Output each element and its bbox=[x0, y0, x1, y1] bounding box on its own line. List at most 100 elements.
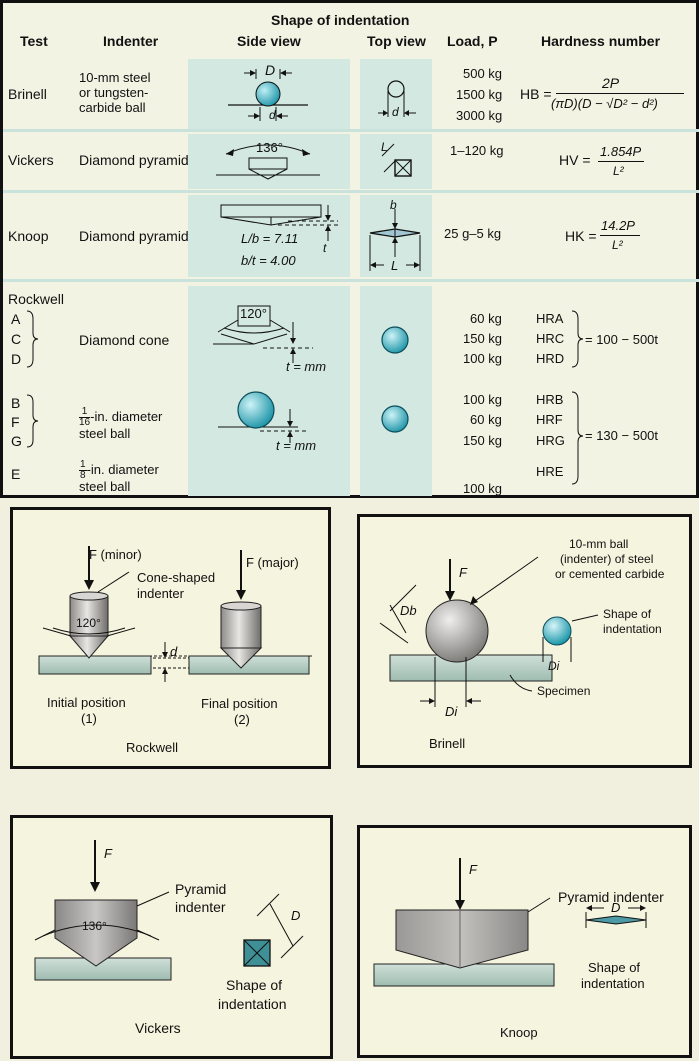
indenter-brinell-line2: or tungsten- bbox=[79, 85, 149, 100]
brinell-formula-num: 2P bbox=[602, 75, 620, 91]
rockwell-scale-c: C bbox=[11, 331, 22, 347]
rockwell-hre: HRE bbox=[536, 464, 564, 479]
rockwell-cone-hr-brace bbox=[571, 310, 584, 368]
knoop-top-view bbox=[369, 209, 421, 271]
brinell-db: Db bbox=[400, 603, 417, 618]
rockwell-panel: F (minor) F (major) Cone-shaped indenter… bbox=[10, 507, 331, 769]
rockwell-hrd: HRD bbox=[536, 351, 565, 366]
band-rockwell-side bbox=[188, 286, 350, 496]
brinell-ball-label-3: or cemented carbide bbox=[555, 567, 665, 581]
rockwell-cone-load-2: 150 kg bbox=[463, 331, 503, 346]
vickers-formula-bar bbox=[598, 161, 644, 162]
brinell-top-d: d bbox=[392, 105, 399, 119]
knoop-side-t: t bbox=[323, 241, 327, 255]
rockwell-cone-load-1: 60 kg bbox=[470, 311, 502, 326]
rockwell-scale-a: A bbox=[11, 311, 21, 327]
brinell-specimen: Specimen bbox=[537, 684, 591, 698]
vickers-shape-2: indentation bbox=[218, 996, 287, 1012]
rockwell-ball-load-1: 100 kg bbox=[463, 392, 503, 407]
brinell-load-3: 3000 kg bbox=[456, 108, 503, 123]
knoop-load: 25 g–5 kg bbox=[444, 226, 502, 241]
rockwell-e-load: 100 kg bbox=[463, 481, 503, 496]
rockwell-cone-formula: = 100 − 500t bbox=[585, 332, 659, 347]
rockwell-ball-top-view bbox=[381, 405, 409, 433]
rockwell-cone-angle: 120° bbox=[240, 306, 267, 321]
rockwell-ball-indenter-line2: steel ball bbox=[79, 426, 131, 441]
knoop-top-b: b bbox=[390, 198, 397, 212]
rockwell-hrg: HRG bbox=[536, 433, 565, 448]
header-side-view: Side view bbox=[237, 33, 301, 49]
rockwell-panel-angle: 120° bbox=[76, 616, 101, 630]
header-load: Load, P bbox=[447, 33, 498, 49]
knoop-shape-2: indentation bbox=[581, 976, 645, 991]
rockwell-cone-t: t = mm bbox=[286, 359, 327, 374]
rockwell-cone-label-2: indenter bbox=[137, 586, 184, 601]
vickers-label-1: Pyramid bbox=[175, 881, 227, 897]
brinell-side-D: D bbox=[265, 62, 276, 78]
brinell-shape-label-1: Shape of bbox=[603, 607, 652, 621]
vickers-shape-1: Shape of bbox=[226, 977, 283, 993]
vickers-panel-d: D bbox=[291, 908, 301, 923]
knoop-panel-label: Pyramid indenter bbox=[558, 889, 664, 905]
rockwell-scale-d: D bbox=[11, 351, 22, 367]
knoop-panel-drawing bbox=[373, 858, 647, 987]
brinell-ball-label-2: (indenter) of steel bbox=[560, 552, 654, 566]
rockwell-f-minor: F (minor) bbox=[89, 547, 142, 562]
band-rockwell-top bbox=[360, 286, 432, 496]
brinell-panel-f: F bbox=[459, 565, 467, 580]
test-brinell: Brinell bbox=[8, 86, 47, 102]
rockwell-panel-d: d bbox=[170, 644, 178, 659]
header-hardness: Hardness number bbox=[541, 33, 661, 49]
indenter-brinell-line3: carbide ball bbox=[79, 100, 146, 115]
vickers-top-view bbox=[381, 143, 412, 177]
rockwell-panel-drawing bbox=[38, 546, 313, 682]
rockwell-ball-load-3: 150 kg bbox=[463, 433, 503, 448]
rockwell-cone-brace bbox=[26, 310, 39, 368]
rockwell-hrf: HRF bbox=[536, 412, 563, 427]
band-vickers-side bbox=[188, 134, 350, 189]
header-top-view: Top view bbox=[367, 33, 426, 49]
rockwell-final-2: (2) bbox=[234, 712, 250, 727]
brinell-side-d: d bbox=[269, 108, 276, 122]
brinell-shape-label-2: indentation bbox=[603, 622, 662, 636]
indenter-vickers: Diamond pyramid bbox=[79, 152, 189, 168]
row-separator bbox=[3, 190, 699, 193]
band-knoop-side bbox=[188, 195, 350, 277]
vickers-panel-angle: 136° bbox=[82, 919, 107, 933]
brinell-formula-lhs: HB = bbox=[520, 86, 552, 102]
rockwell-ball-t: t = mm bbox=[276, 438, 317, 453]
rockwell-cone-label-1: Cone-shaped bbox=[137, 570, 216, 585]
vickers-formula-lhs: HV = bbox=[559, 152, 591, 168]
brinell-top-view bbox=[378, 80, 416, 117]
rockwell-ball-side-view bbox=[218, 391, 306, 443]
knoop-panel-f: F bbox=[469, 862, 477, 877]
header-indenter: Indenter bbox=[103, 33, 159, 49]
rockwell-e-indenter-line2: steel ball bbox=[79, 479, 131, 494]
rockwell-cone-indenter: Diamond cone bbox=[79, 332, 170, 348]
knoop-ratio-1: L/b = 7.11 bbox=[241, 231, 299, 246]
rockwell-ball-hr-brace bbox=[571, 391, 584, 485]
vickers-caption: Vickers bbox=[135, 1020, 181, 1036]
band-brinell-top bbox=[360, 59, 432, 129]
brinell-panel: F 10-mm ball (indenter) of steel or ceme… bbox=[357, 514, 692, 768]
brinell-side-view bbox=[228, 69, 308, 121]
brinell-caption: Brinell bbox=[429, 736, 466, 751]
rockwell-f-major: F (major) bbox=[246, 555, 299, 570]
vickers-load: 1–120 kg bbox=[450, 143, 504, 158]
rockwell-initial-2: (1) bbox=[81, 711, 97, 726]
row-separator bbox=[3, 129, 699, 132]
rockwell-cone-load-3: 100 kg bbox=[463, 351, 503, 366]
header-test: Test bbox=[20, 33, 48, 49]
knoop-shape-1: Shape of bbox=[588, 960, 641, 975]
rockwell-cone-side-view bbox=[213, 305, 313, 363]
rockwell-hrb: HRB bbox=[536, 392, 564, 407]
test-vickers: Vickers bbox=[8, 152, 54, 168]
knoop-formula-lhs: HK = bbox=[565, 228, 597, 244]
rockwell-scale-f: F bbox=[11, 414, 20, 430]
brinell-load-1: 500 kg bbox=[463, 66, 503, 81]
vickers-formula-den: L² bbox=[613, 164, 624, 178]
brinell-di-small: Di bbox=[548, 659, 560, 673]
rockwell-scale-e: E bbox=[11, 466, 21, 482]
knoop-panel: F Pyramid indenter D Shape of indentatio… bbox=[357, 825, 692, 1058]
